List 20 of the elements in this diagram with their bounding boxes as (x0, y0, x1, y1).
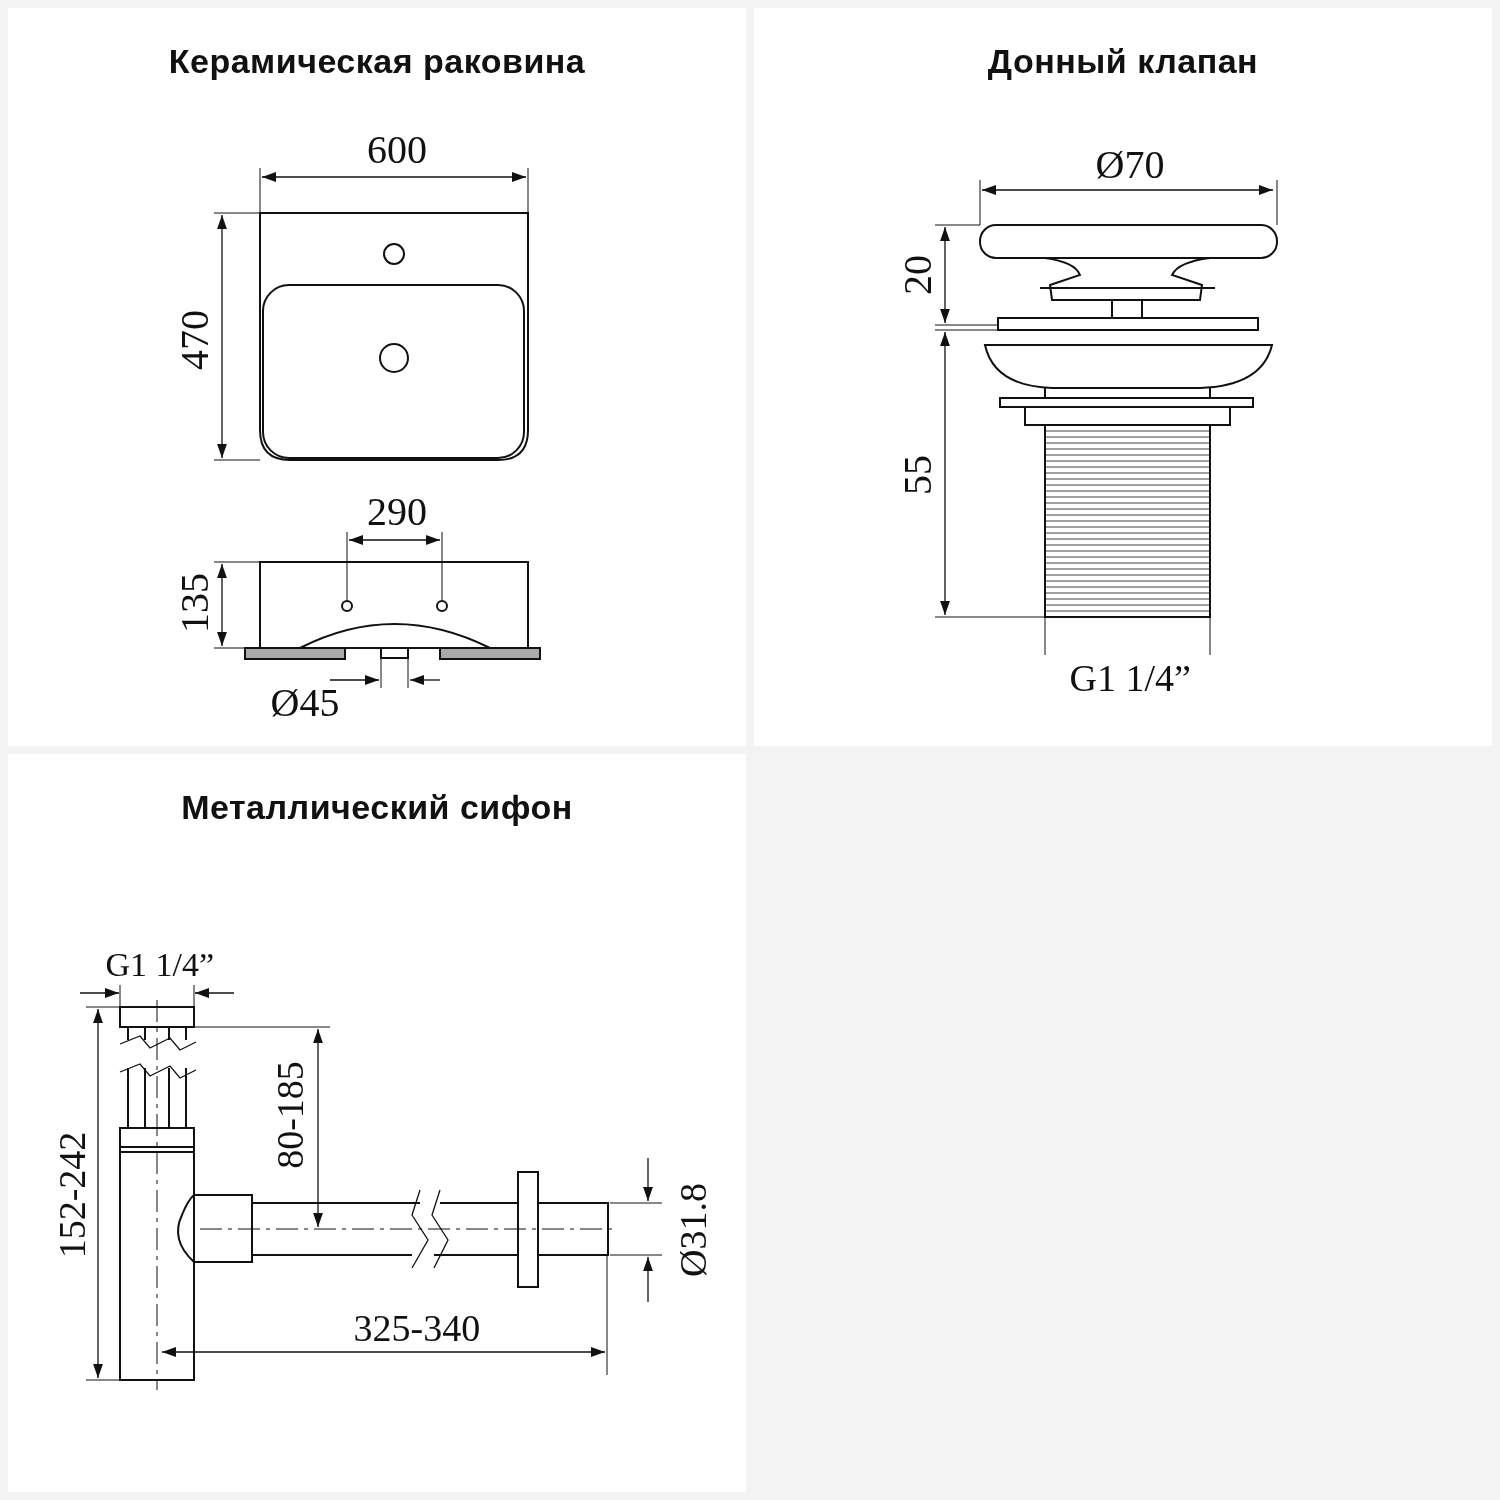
dimension-label: 600 (367, 130, 427, 170)
dimension-label: 325-340 (353, 1309, 481, 1347)
dimension-label: 470 (175, 310, 215, 370)
dimension-label: Ø45 (270, 683, 340, 723)
dimension-label: 55 (898, 455, 938, 495)
dimension-label: 152-242 (52, 1131, 91, 1259)
dimension-label: G1 1/4” (105, 948, 215, 982)
dimension-label: Ø31.8 (674, 1183, 712, 1277)
panel (8, 754, 746, 1492)
panel (754, 8, 1492, 746)
panel-heading: Донный клапан (986, 42, 1260, 81)
dimension-label: 290 (367, 492, 427, 532)
dimension-label: G1 1/4” (1069, 659, 1191, 697)
panel-heading: Керамическая раковина (167, 42, 587, 81)
dimension-label: 80-185 (270, 1061, 309, 1169)
dimension-label: 135 (175, 573, 215, 633)
dimension-label: Ø70 (1095, 145, 1165, 185)
dimension-label: 20 (898, 255, 938, 295)
panel (8, 8, 746, 746)
panel-heading: Металлический сифон (180, 788, 574, 827)
